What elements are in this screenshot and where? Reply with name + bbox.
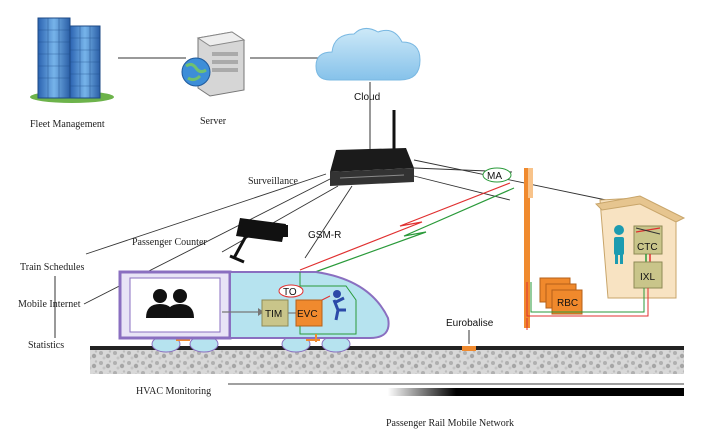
cloud-icon (315, 28, 421, 81)
svg-text:IXL: IXL (640, 272, 655, 283)
eurobalise-label: Eurobalise (446, 318, 494, 329)
svg-text:MA: MA (487, 171, 502, 182)
statistics-label: Statistics (28, 340, 64, 351)
wireless-router-icon (330, 110, 414, 186)
onboard-signal-loop (299, 272, 357, 342)
server-globe-icon (181, 31, 246, 97)
server-label: Server (200, 116, 227, 127)
ma-badge: MA (482, 167, 512, 183)
mobile-internet-label: Mobile Internet (18, 299, 81, 310)
rbc-unit: RBC (539, 277, 583, 315)
svg-text:CTC: CTC (637, 242, 658, 253)
hvac-monitoring-label: HVAC Monitoring (136, 386, 211, 397)
fleet-management-label: Fleet Management (30, 119, 105, 130)
evc-unit: EVC (295, 299, 323, 327)
trackside-signal-lines (526, 282, 649, 330)
rail-track (90, 346, 684, 374)
station-operator-icon (614, 225, 624, 264)
svg-text:RBC: RBC (557, 298, 578, 309)
surveillance-label: Surveillance (248, 176, 299, 187)
gsm-r-radio-links (299, 182, 515, 277)
ixl-unit: IXL (633, 261, 663, 289)
passenger-counter-label: Passenger Counter (132, 237, 207, 248)
office-building-icon (30, 17, 114, 103)
eurobalise-marker (462, 346, 476, 351)
to-badge: TO (278, 284, 304, 298)
ctc-unit: CTC (633, 225, 663, 255)
svg-text:EVC: EVC (297, 309, 318, 320)
hvac-gradient-bar (228, 388, 684, 396)
ctc-ixl-arrows (645, 254, 651, 262)
svg-text:TIM: TIM (265, 309, 282, 320)
cloud-label: Cloud (354, 92, 380, 103)
train-driver-icon (332, 290, 346, 321)
tim-unit: TIM (261, 299, 289, 327)
footer-title: Passenger Rail Mobile Network (386, 418, 514, 429)
gsm-r-label: GSM-R (308, 230, 341, 241)
radio-mast (524, 168, 533, 328)
passengers-silhouette-icon (146, 289, 194, 318)
surveillance-camera-icon (229, 218, 288, 264)
svg-text:TO: TO (283, 287, 297, 298)
train-schedules-label: Train Schedules (20, 262, 84, 273)
